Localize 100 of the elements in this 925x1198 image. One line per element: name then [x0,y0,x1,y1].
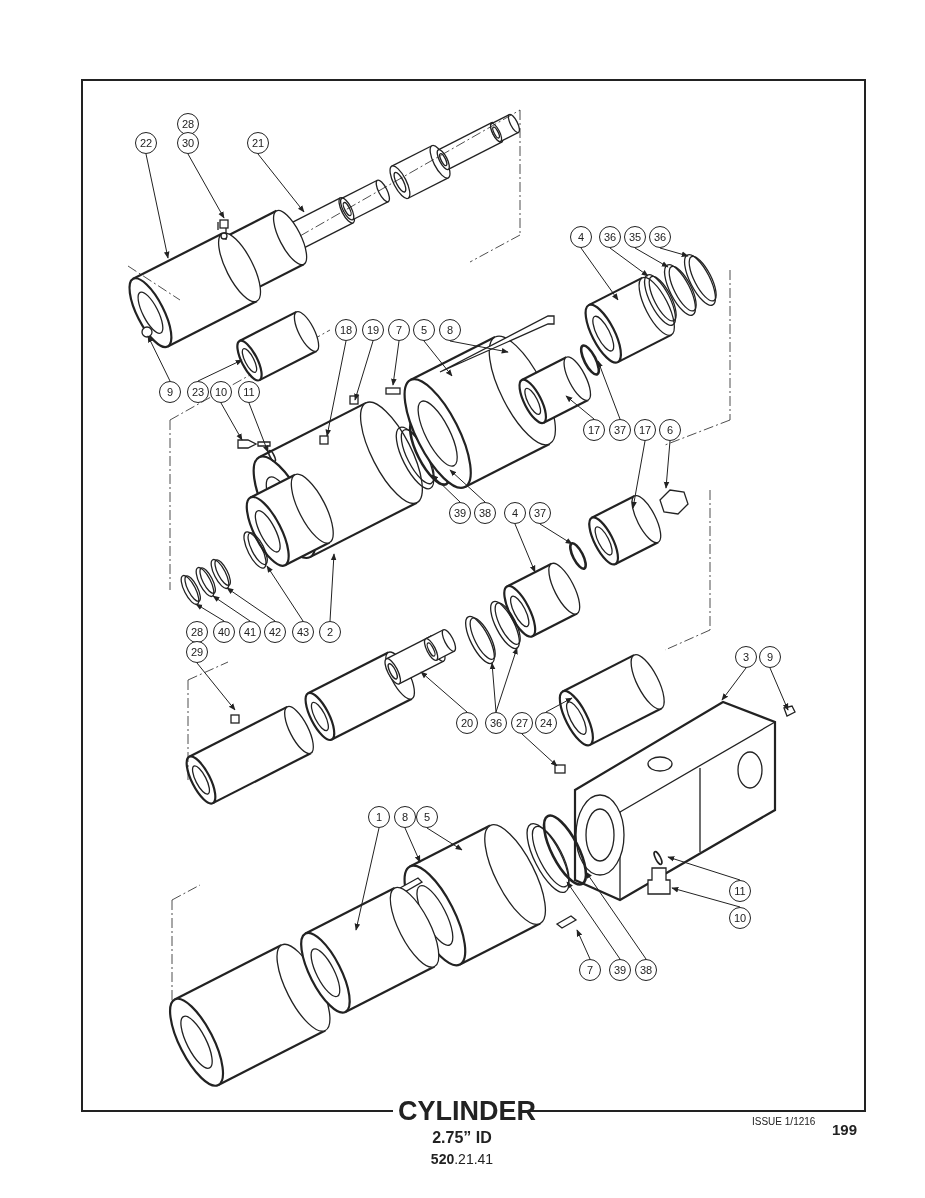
callout-number: 22 [135,132,157,154]
leader-line [147,335,171,382]
leader-line [404,827,421,863]
callout-number: 24 [535,712,557,734]
callout-number: 8 [394,806,416,828]
callout-number: 27 [511,712,533,734]
leader-line [354,340,374,401]
leader-line [226,587,276,622]
leader-line [721,667,747,701]
leader-line [195,603,225,622]
callout-number: 19 [362,319,384,341]
leader-line [145,153,170,259]
leader-line [566,881,621,960]
leader-line [489,662,497,713]
leader-line [187,153,225,219]
callout-number: 9 [759,646,781,668]
callout-number: 37 [609,419,631,441]
callout-number: 35 [624,226,646,248]
leader-line [197,359,243,382]
leader-line [212,595,251,622]
callout-number: 28 [186,621,208,643]
leader-line [769,667,789,711]
page-number: 199 [832,1121,858,1138]
leader-line [257,153,305,213]
callout-number: 39 [449,502,471,524]
leader-line [431,474,461,503]
callout-number: 20 [456,712,478,734]
bushing-part [236,310,320,382]
callout-number: 21 [247,132,269,154]
callout-number: 43 [292,621,314,643]
callout-number: 8 [439,319,461,341]
callout-number: 6 [659,419,681,441]
bushing-part [503,562,581,638]
callout-number: 18 [335,319,357,341]
leader-line [521,733,558,767]
callout-number: 9 [159,381,181,403]
callout-number: 36 [649,226,671,248]
seal-ring-part [663,264,697,316]
callout-number: 2 [319,621,341,643]
callout-number: 42 [264,621,286,643]
leader-line [391,340,400,386]
seal-ring-part [210,558,231,590]
leader-line [659,247,689,257]
size-label: 2.75” ID [432,1129,492,1147]
leader-line [248,402,269,453]
leader-line [565,395,595,420]
seal-ring-part [643,274,677,326]
leader-line [329,553,337,622]
part-number: 520.21.41 [430,1151,494,1167]
leader-line [426,827,463,851]
leader-line [609,247,649,277]
callout-number: 39 [609,959,631,981]
callout-number: 17 [583,419,605,441]
seal-ring-part [569,542,587,570]
leader-line [585,871,647,960]
callout-number: 30 [177,132,199,154]
callout-number: 7 [579,959,601,981]
seal-ring-part [683,254,717,306]
callout-number: 28 [177,113,199,135]
leader-line [597,360,621,420]
leader-line [514,523,536,573]
leader-line [423,340,453,377]
callout-number: 11 [238,381,260,403]
leader-line [495,647,518,713]
callout-number: 1 [368,806,390,828]
callout-number: 4 [570,226,592,248]
callout-number: 7 [388,319,410,341]
leader-line [420,671,468,713]
leader-line [671,887,741,908]
leader-line [576,929,591,960]
callout-number: 40 [213,621,235,643]
leader-line [354,827,380,931]
leader-line [667,856,741,881]
seal-ring-part [465,615,496,665]
leader-line [220,402,243,441]
leader-line [545,697,573,713]
leader-line [631,440,646,509]
callout-number: 38 [474,502,496,524]
callout-number: 17 [634,419,656,441]
leader-line [266,565,304,622]
callout-number: 11 [729,880,751,902]
callout-number: 41 [239,621,261,643]
seal-ring-part [180,574,201,606]
leader-line [580,247,619,301]
leader-line [196,662,236,711]
callout-number: 5 [413,319,435,341]
callout-number: 10 [210,381,232,403]
leader-line [634,247,669,268]
callout-number: 3 [735,646,757,668]
callout-number: 38 [635,959,657,981]
leader-line [325,340,347,437]
leader-line [539,523,573,545]
callout-number: 36 [485,712,507,734]
callout-number: 4 [504,502,526,524]
callout-number: 23 [187,381,209,403]
seal-ring-part [195,566,216,598]
leader-line [663,440,671,489]
callout-number: 37 [529,502,551,524]
leader-line [449,469,486,503]
issue-note: ISSUE 1/1216 [752,1116,816,1127]
